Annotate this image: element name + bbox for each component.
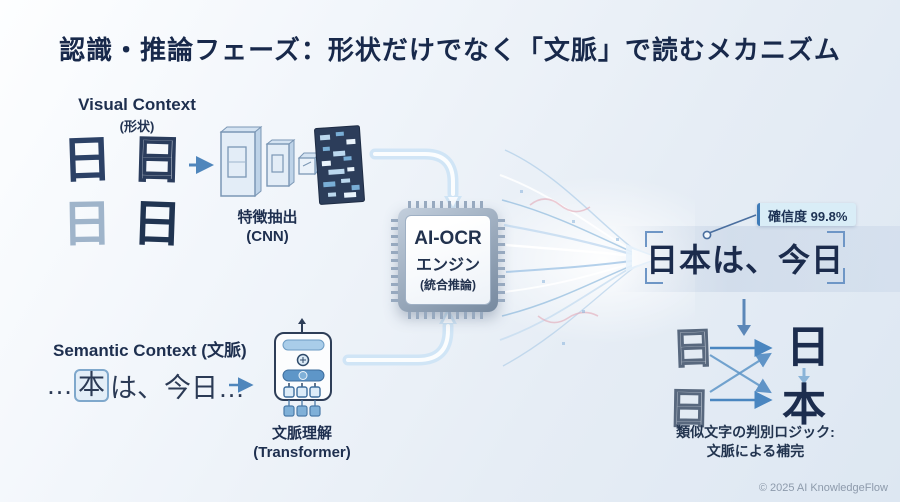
cnn-stage-label: 特徴抽出 (CNN) xyxy=(210,208,325,246)
data-flow-streams-icon xyxy=(342,148,660,367)
transformer-stage-label: 文脈理解 (Transformer) xyxy=(232,424,372,462)
caption-line1: 類似文字の判別ロジック: xyxy=(676,424,835,440)
sentence-prefix: … xyxy=(46,370,73,400)
visual-sample-grid: 日 日 日 日 xyxy=(56,130,196,256)
sample-kanji: 日 xyxy=(61,131,113,189)
result-highlight-band xyxy=(615,226,900,292)
chip-pins xyxy=(391,218,398,302)
visual-context-subtitle: (形状) xyxy=(119,119,155,134)
chip-pins xyxy=(408,312,488,319)
down-arrow-icon xyxy=(737,299,751,336)
ai-ocr-chip-icon: AI-OCR エンジン (統合推論) xyxy=(391,201,505,319)
confidence-badge: 確信度 99.8% xyxy=(757,203,857,226)
recognition-result-frame: 日本は、今日 xyxy=(645,231,845,284)
small-down-arrow-icon xyxy=(798,368,810,384)
sample-kanji: 日 xyxy=(131,195,183,253)
right-arrow-icon xyxy=(229,377,254,393)
feature-map-icon xyxy=(314,125,365,205)
frame-corner xyxy=(645,231,663,247)
cnn-label-sub: (CNN) xyxy=(246,228,289,245)
frame-corner xyxy=(645,268,663,284)
transformer-label-sub: (Transformer) xyxy=(253,444,351,461)
sample-kanji: 日 xyxy=(130,130,183,189)
cnn-layers-icon xyxy=(219,125,321,198)
transformer-icon xyxy=(274,318,332,417)
chip-label-line2: エンジン xyxy=(415,256,480,274)
frame-corner xyxy=(827,231,845,247)
callout-line-icon xyxy=(702,214,757,240)
chip-pins xyxy=(408,201,488,208)
transformer-label-main: 文脈理解 xyxy=(271,425,332,442)
chip-label: AI-OCR エンジン (統合推論) xyxy=(405,215,491,305)
resolved-target-char: 本 xyxy=(782,381,826,430)
sentence-suffix: は、今日… xyxy=(110,373,245,403)
resolved-target-char: 日 xyxy=(786,323,830,372)
visual-context-title: Visual Context xyxy=(78,95,196,114)
chip-label-line3: (統合推論) xyxy=(420,277,476,292)
copyright-notice: © 2025 AI KnowledgeFlow xyxy=(758,482,888,494)
sample-kanji: 日 xyxy=(61,195,113,253)
caption-line2: 文脈による補完 xyxy=(706,443,805,459)
visual-context-heading: Visual Context (形状) xyxy=(62,95,212,135)
disambiguation-caption: 類似文字の判別ロジック: 文脈による補完 xyxy=(648,423,863,461)
semantic-context-heading: Semantic Context (文脈) xyxy=(53,341,247,360)
chip-label-line1: AI-OCR xyxy=(414,227,482,249)
mapping-arrows-icon xyxy=(709,338,773,410)
context-sentence: …本は、今日… xyxy=(46,366,245,405)
page-title: 認識・推論フェーズ：形状だけでなく「文脈」で読むメカニズム xyxy=(59,35,841,65)
chip-pins xyxy=(498,218,505,302)
highlighted-char-box: 本 xyxy=(74,368,109,403)
frame-corner xyxy=(827,268,845,284)
right-arrow-icon xyxy=(189,156,214,174)
recognition-result-text: 日本は、今日 xyxy=(645,241,844,278)
cnn-label-main: 特徴抽出 xyxy=(237,209,298,226)
